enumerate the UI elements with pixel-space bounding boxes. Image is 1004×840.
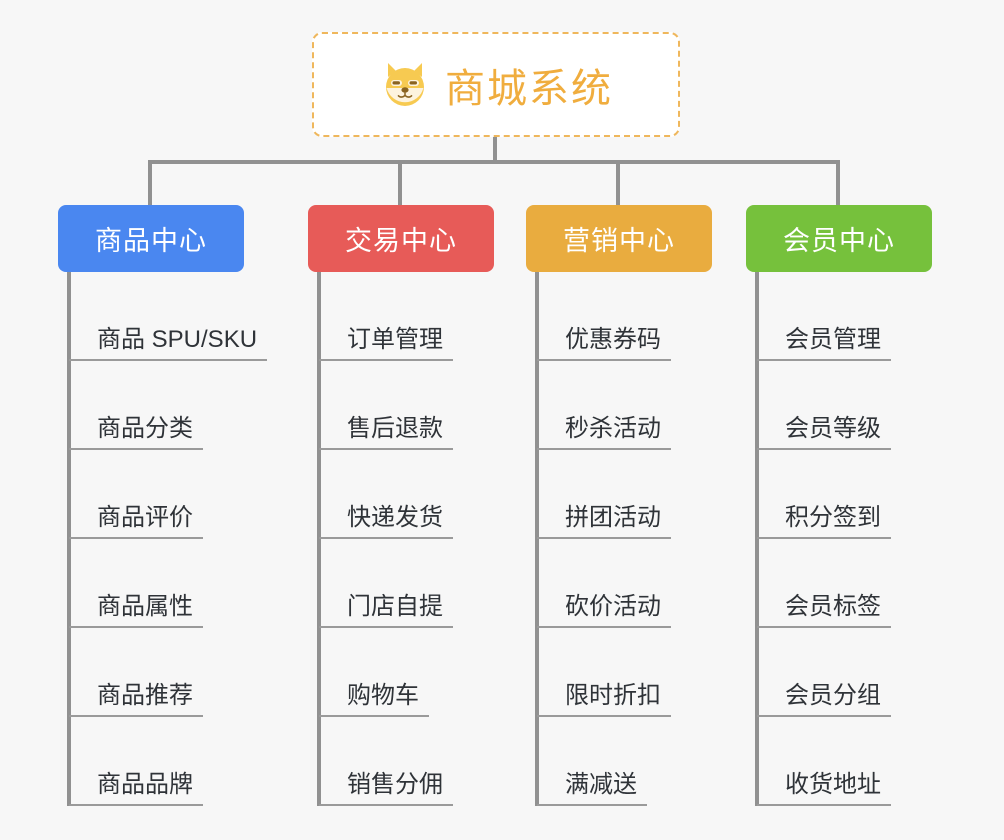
root-title: 商城系统 xyxy=(445,66,613,111)
leaf-label: 拼团活动 xyxy=(537,504,671,539)
horizontal-bus-connector xyxy=(150,160,840,164)
leaf-item[interactable]: 售后退款 xyxy=(319,361,494,450)
branch-column-4: 会员中心 会员管理 会员等级 积分签到 会员标签 会员分组 收货地址 xyxy=(746,205,932,806)
leaf-item[interactable]: 拼团活动 xyxy=(537,450,712,539)
drop-connector-3 xyxy=(616,160,620,205)
leaf-label: 购物车 xyxy=(319,682,429,717)
leaf-item[interactable]: 商品分类 xyxy=(69,361,244,450)
leaf-label: 优惠券码 xyxy=(537,326,671,361)
leaf-label: 商品品牌 xyxy=(69,771,203,806)
leaf-item[interactable]: 商品 SPU/SKU xyxy=(69,272,268,361)
leaf-label: 订单管理 xyxy=(319,326,453,361)
leaf-label: 秒杀活动 xyxy=(537,415,671,450)
branch-items-3: 优惠券码 秒杀活动 拼团活动 砍价活动 限时折扣 满减送 xyxy=(526,272,712,806)
branch-items-4: 会员管理 会员等级 积分签到 会员标签 会员分组 收货地址 xyxy=(746,272,932,806)
branch-items-2: 订单管理 售后退款 快递发货 门店自提 购物车 销售分佣 xyxy=(308,272,494,806)
leaf-item[interactable]: 商品品牌 xyxy=(69,717,244,806)
branch-trunk-1 xyxy=(67,272,71,806)
category-card-3[interactable]: 营销中心 xyxy=(526,205,712,272)
leaf-label: 商品属性 xyxy=(69,593,203,628)
leaf-label: 限时折扣 xyxy=(537,682,671,717)
leaf-label: 门店自提 xyxy=(319,593,453,628)
branch-column-1: 商品中心 商品 SPU/SKU 商品分类 商品评价 商品属性 商品推荐 商品品牌 xyxy=(58,205,268,806)
leaf-item[interactable]: 订单管理 xyxy=(319,272,494,361)
category-label-2: 交易中心 xyxy=(345,226,457,256)
branch-column-2: 交易中心 订单管理 售后退款 快递发货 门店自提 购物车 销售分佣 xyxy=(308,205,494,806)
leaf-item[interactable]: 销售分佣 xyxy=(319,717,494,806)
leaf-item[interactable]: 门店自提 xyxy=(319,539,494,628)
leaf-item[interactable]: 会员管理 xyxy=(757,272,932,361)
branch-trunk-2 xyxy=(317,272,321,806)
drop-connector-4 xyxy=(836,160,840,205)
leaf-item[interactable]: 商品评价 xyxy=(69,450,244,539)
leaf-label: 商品分类 xyxy=(69,415,203,450)
category-card-4[interactable]: 会员中心 xyxy=(746,205,932,272)
category-label-4: 会员中心 xyxy=(783,226,895,256)
leaf-item[interactable]: 收货地址 xyxy=(757,717,932,806)
leaf-item[interactable]: 商品推荐 xyxy=(69,628,244,717)
leaf-item[interactable]: 优惠券码 xyxy=(537,272,712,361)
leaf-label: 收货地址 xyxy=(757,771,891,806)
leaf-label: 快递发货 xyxy=(319,504,453,539)
leaf-label: 会员等级 xyxy=(757,415,891,450)
leaf-label: 积分签到 xyxy=(757,504,891,539)
leaf-item[interactable]: 商品属性 xyxy=(69,539,244,628)
leaf-label: 满减送 xyxy=(537,771,647,806)
category-card-2[interactable]: 交易中心 xyxy=(308,205,494,272)
leaf-item[interactable]: 会员分组 xyxy=(757,628,932,717)
category-label-3: 营销中心 xyxy=(563,226,675,256)
shiba-dog-icon xyxy=(379,59,431,111)
leaf-item[interactable]: 积分签到 xyxy=(757,450,932,539)
leaf-label: 商品 SPU/SKU xyxy=(69,326,268,361)
leaf-item[interactable]: 会员标签 xyxy=(757,539,932,628)
leaf-item[interactable]: 砍价活动 xyxy=(537,539,712,628)
leaf-item[interactable]: 满减送 xyxy=(537,717,712,806)
leaf-label: 会员标签 xyxy=(757,593,891,628)
branch-trunk-4 xyxy=(755,272,759,806)
leaf-label: 商品评价 xyxy=(69,504,203,539)
category-card-1[interactable]: 商品中心 xyxy=(58,205,244,272)
drop-connector-2 xyxy=(398,160,402,205)
drop-connector-1 xyxy=(148,160,152,205)
leaf-label: 销售分佣 xyxy=(319,771,453,806)
branch-column-3: 营销中心 优惠券码 秒杀活动 拼团活动 砍价活动 限时折扣 满减送 xyxy=(526,205,712,806)
leaf-label: 商品推荐 xyxy=(69,682,203,717)
leaf-label: 会员分组 xyxy=(757,682,891,717)
category-label-1: 商品中心 xyxy=(95,226,207,256)
leaf-item[interactable]: 会员等级 xyxy=(757,361,932,450)
root-stem-connector xyxy=(493,137,497,163)
leaf-label: 售后退款 xyxy=(319,415,453,450)
leaf-label: 会员管理 xyxy=(757,326,891,361)
leaf-label: 砍价活动 xyxy=(537,593,671,628)
leaf-item[interactable]: 快递发货 xyxy=(319,450,494,539)
leaf-item[interactable]: 购物车 xyxy=(319,628,494,717)
leaf-item[interactable]: 限时折扣 xyxy=(537,628,712,717)
leaf-item[interactable]: 秒杀活动 xyxy=(537,361,712,450)
branch-trunk-3 xyxy=(535,272,539,806)
branch-items-1: 商品 SPU/SKU 商品分类 商品评价 商品属性 商品推荐 商品品牌 xyxy=(58,272,268,806)
root-node[interactable]: 商城系统 xyxy=(312,32,680,137)
